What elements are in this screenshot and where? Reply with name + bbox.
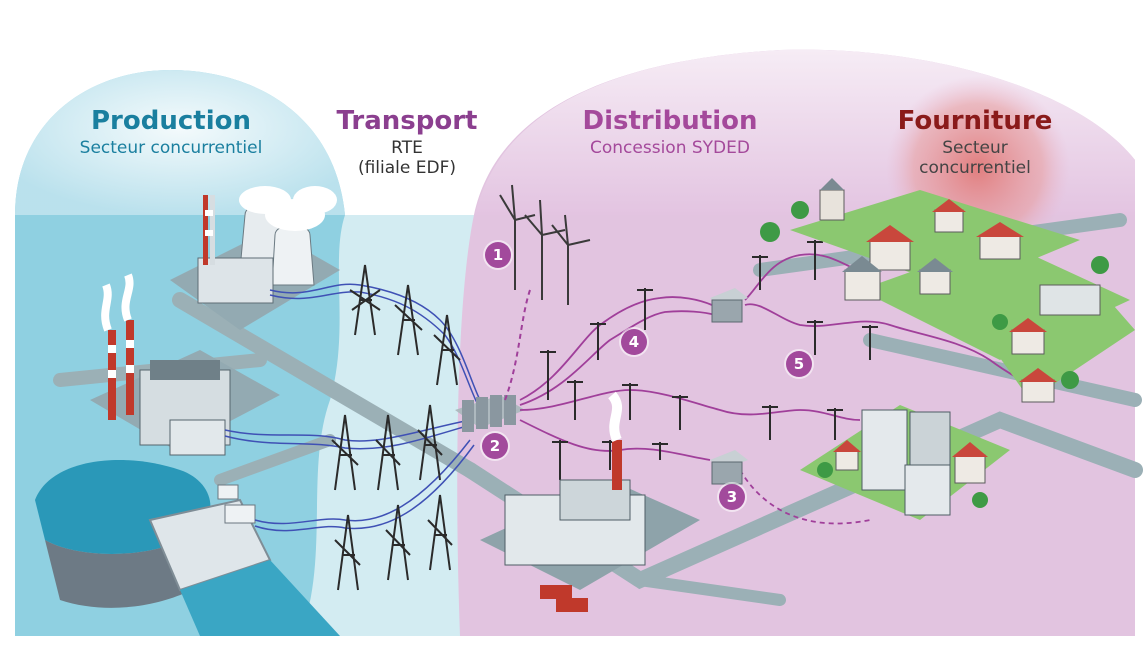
marker-3: 3 (719, 484, 745, 510)
transport-operator: RTE (391, 137, 423, 158)
distribution-heading: Distribution Concession SYDED (550, 106, 790, 158)
nuclear-plant (170, 186, 340, 330)
transport-pylons (331, 264, 461, 591)
marker-1: 1 (485, 242, 511, 268)
factory (480, 391, 700, 612)
fourniture-subtitle-line2: concurrentiel (919, 158, 1031, 179)
transport-title: Transport (336, 106, 478, 136)
marker-5: 5 (786, 351, 812, 377)
marker-4: 4 (621, 329, 647, 355)
source-substation (455, 395, 525, 432)
bottom-margin (0, 636, 1143, 651)
production-heading: Production Secteur concurrentiel (48, 106, 294, 158)
hydro-dam (35, 460, 340, 636)
wind-turbines (499, 184, 591, 401)
thermal-plant (90, 273, 280, 456)
distribution-substations (710, 288, 748, 485)
village (760, 178, 1135, 403)
fourniture-subtitle-line1: Secteur (942, 137, 1008, 158)
fourniture-title: Fourniture (897, 106, 1053, 136)
town (800, 405, 1010, 520)
transport-operator-note: (filiale EDF) (357, 158, 457, 179)
production-halo (15, 70, 345, 215)
distribution-subtitle: Concession SYDED (590, 137, 750, 158)
transport-heading: Transport RTE (filiale EDF) (322, 106, 492, 179)
distribution-title: Distribution (582, 106, 758, 136)
production-subtitle: Secteur concurrentiel (79, 137, 263, 158)
fourniture-heading: Fourniture Secteur concurrentiel (880, 106, 1070, 179)
production-title: Production (91, 106, 251, 136)
marker-2: 2 (482, 433, 508, 459)
